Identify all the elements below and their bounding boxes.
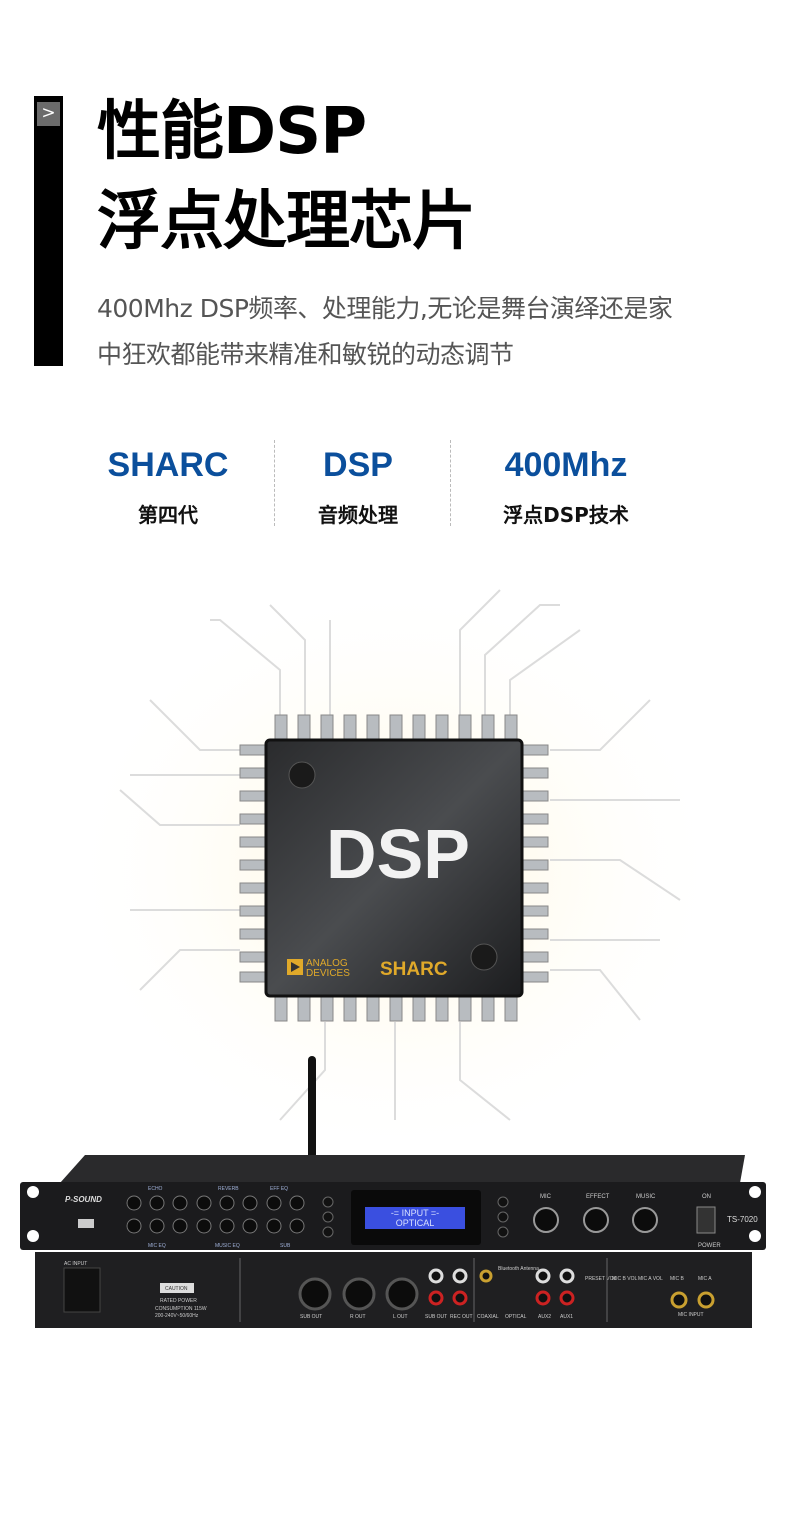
brand-logo: P-SOUND xyxy=(65,1195,102,1204)
svg-text:MIC A VOL: MIC A VOL xyxy=(638,1276,663,1282)
svg-text:MIC EQ: MIC EQ xyxy=(148,1243,166,1249)
svg-text:CONSUMPTION 115W: CONSUMPTION 115W xyxy=(155,1306,207,1312)
svg-text:MUSIC: MUSIC xyxy=(636,1194,656,1200)
svg-text:MIC B VOL: MIC B VOL xyxy=(612,1276,638,1282)
divider xyxy=(274,440,275,526)
svg-text:AUX2: AUX2 xyxy=(538,1314,551,1320)
svg-text:MUSIC EQ: MUSIC EQ xyxy=(215,1243,240,1249)
svg-text:AC INPUT: AC INPUT xyxy=(64,1261,87,1267)
svg-text:AUX1: AUX1 xyxy=(560,1314,573,1320)
svg-text:OPTICAL: OPTICAL xyxy=(505,1314,527,1320)
svg-text:CAUTION: CAUTION xyxy=(165,1286,188,1292)
stat-dsp: DSP 音频处理 xyxy=(263,446,453,528)
stat-label: 音频处理 xyxy=(318,503,398,527)
svg-text:POWER: POWER xyxy=(698,1243,721,1249)
svg-text:EFFECT: EFFECT xyxy=(586,1194,610,1200)
svg-text:L OUT: L OUT xyxy=(393,1314,408,1320)
svg-text:EFF EQ: EFF EQ xyxy=(270,1186,288,1192)
svg-text:Bluetooth Antenna: Bluetooth Antenna xyxy=(498,1266,539,1272)
svg-text:-= INPUT =-: -= INPUT =- xyxy=(391,1208,439,1218)
antenna xyxy=(308,1056,316,1160)
svg-text:SUB OUT: SUB OUT xyxy=(425,1314,447,1320)
title-line-2: 浮点处理芯片 xyxy=(97,185,476,259)
stat-value: 400Mhz xyxy=(504,446,628,484)
stat-value: DSP xyxy=(323,446,393,484)
svg-text:ECHO: ECHO xyxy=(148,1186,163,1192)
description-line-2: 中狂欢都能带来精准和敏锐的动态调节 xyxy=(97,340,514,369)
description-line-1: 400Mhz DSP频率、处理能力,无论是舞台演绎还是家 xyxy=(97,294,673,323)
svg-text:ON: ON xyxy=(702,1194,711,1200)
stat-label: 浮点DSP技术 xyxy=(503,503,629,527)
device-illustration: P-SOUND ECHO REVERB EFF EQ MIC EQ MUSIC EQ S… xyxy=(20,1056,766,1328)
svg-text:SUB OUT: SUB OUT xyxy=(300,1314,322,1320)
divider xyxy=(450,440,451,526)
stat-sharc: SHARC 第四代 xyxy=(73,446,263,528)
svg-text:MIC B: MIC B xyxy=(670,1276,685,1282)
circuit-traces xyxy=(119,589,681,1121)
svg-text:R OUT: R OUT xyxy=(350,1314,366,1320)
accent-bar xyxy=(34,96,63,366)
chip-body xyxy=(264,738,524,998)
svg-text:MIC INPUT: MIC INPUT xyxy=(678,1312,704,1318)
lcd-screen xyxy=(365,1207,465,1229)
svg-text:OPTICAL: OPTICAL xyxy=(396,1218,435,1228)
svg-text:COAXIAL: COAXIAL xyxy=(477,1314,499,1320)
chip-illustration: DSP ANALOG DEVICES SHARC xyxy=(65,580,725,1150)
title-line-1: 性能DSP xyxy=(97,95,367,169)
svg-text:DEVICES: DEVICES xyxy=(306,968,350,979)
svg-text:MIC: MIC xyxy=(540,1194,552,1200)
analog-devices-logo: ANALOG xyxy=(306,958,348,969)
svg-text:200-240V~50/60Hz: 200-240V~50/60Hz xyxy=(155,1313,199,1319)
arrow-icon: > xyxy=(37,102,60,126)
stat-400mhz: 400Mhz 浮点DSP技术 xyxy=(471,446,661,528)
svg-text:REVERB: REVERB xyxy=(218,1186,239,1192)
stat-label: 第四代 xyxy=(138,503,198,527)
svg-text:REC OUT: REC OUT xyxy=(450,1314,473,1320)
sharc-logo: SHARC xyxy=(380,959,448,980)
model-label: TS-7020 xyxy=(727,1215,758,1224)
svg-text:MIC A: MIC A xyxy=(698,1276,712,1282)
stat-value: SHARC xyxy=(107,446,229,484)
svg-text:SUB: SUB xyxy=(280,1243,291,1249)
svg-text:RATED POWER: RATED POWER xyxy=(160,1298,197,1304)
chip-label: DSP xyxy=(326,815,470,893)
svg-text:PRESET VOL: PRESET VOL xyxy=(585,1276,617,1282)
